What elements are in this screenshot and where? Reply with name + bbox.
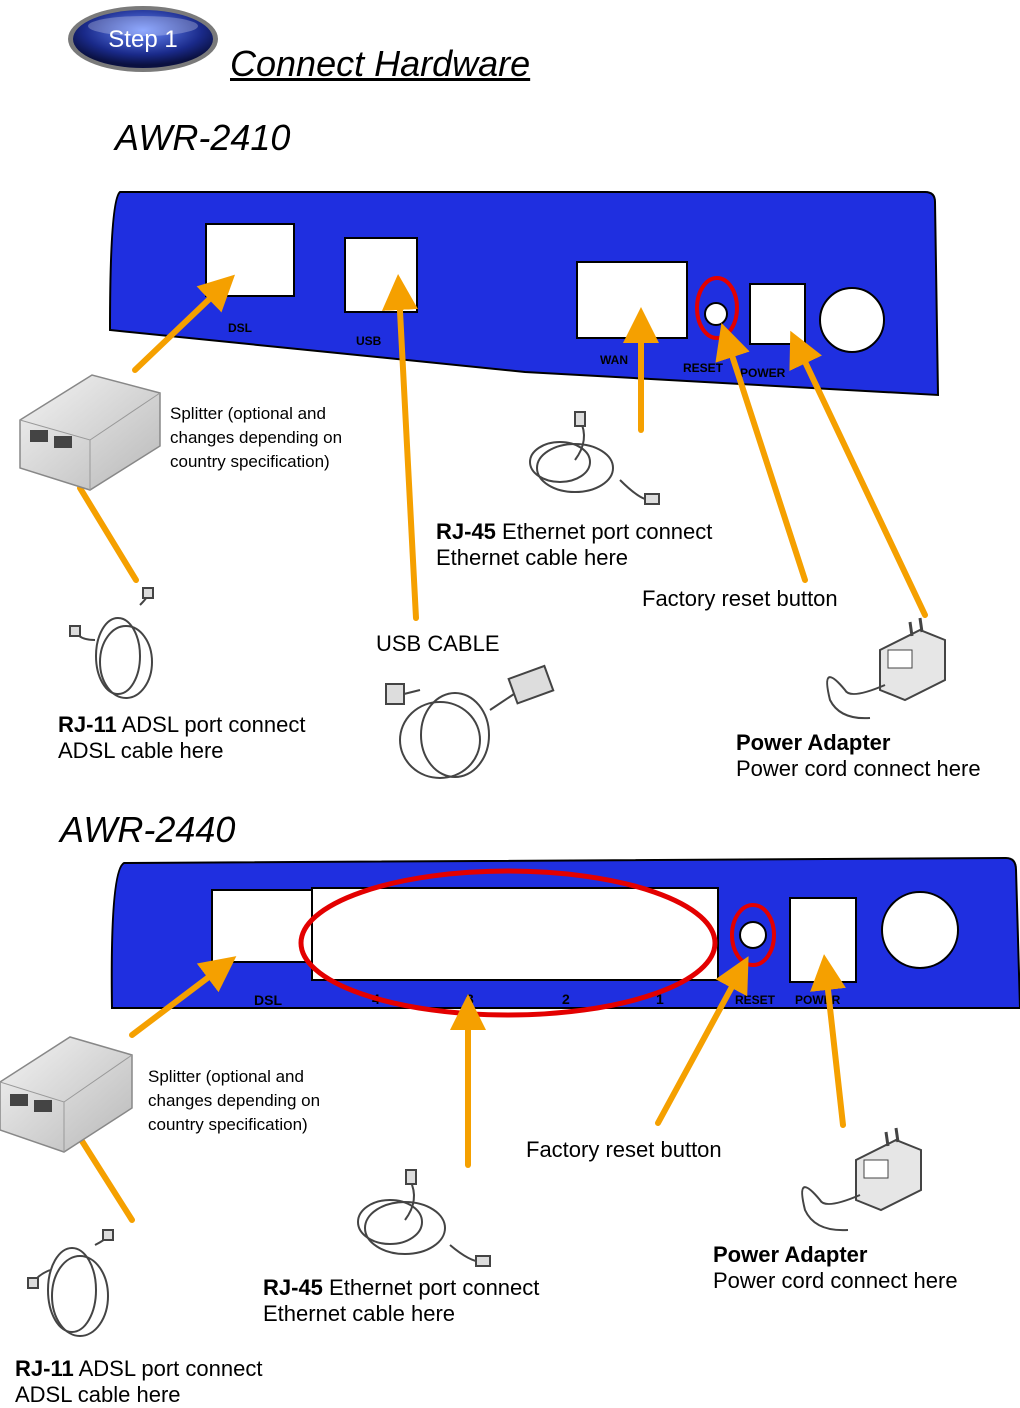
awr2410-power-switch [819, 287, 885, 353]
awr2440-line-splitter-cable [72, 1127, 135, 1223]
awr2440-reset-label: Factory reset button [526, 1137, 722, 1162]
awr2440-power-switch [881, 891, 959, 969]
awr2440-rj45-cable-image [357, 1169, 491, 1267]
awr2440-arrow-reset [655, 956, 749, 1126]
awr2440-lan-highlight [298, 868, 718, 1018]
awr2440-arrow-power [810, 954, 846, 1128]
awr2440-rj45-label: RJ-45 Ethernet port connect Ethernet cab… [263, 1275, 540, 1326]
awr2410-arrow-usb [381, 274, 419, 621]
step-badge: Step 1 [68, 6, 218, 72]
model-title-awr2410: AWR-2410 [115, 117, 291, 158]
awr2410-usb-port [344, 237, 418, 313]
awr2440-power-adapter-image [801, 1127, 922, 1232]
awr2440-panel-label-power: POWER [795, 993, 841, 1007]
awr2440-splitter-note: Splitter (optional and changes depending… [148, 1067, 321, 1134]
awr2410-panel-label-power: POWER [740, 366, 786, 380]
awr2410-panel-label-wan: WAN [600, 353, 628, 367]
awr2410-reset-hole [704, 302, 728, 326]
awr2440-arrow-splitter-dsl [129, 956, 237, 1038]
awr2440-reset-highlight [730, 903, 776, 967]
awr2410-arrow-power [789, 330, 928, 618]
model-title-awr2440: AWR-2440 [60, 809, 236, 850]
awr2440-panel-label-port1: 1 [656, 991, 664, 1007]
awr2440-rj11-label: RJ-11 ADSL port connect ADSL cable here [15, 1356, 263, 1407]
awr2410-rj11-label: RJ-11 ADSL port connect ADSL cable here [58, 712, 306, 763]
awr2440-power-label: Power Adapter Power cord connect here [713, 1242, 958, 1293]
awr2410-panel-label-dsl: DSL [228, 321, 252, 335]
awr2410-reset-label: Factory reset button [642, 586, 838, 611]
awr2410-usb-label: USB CABLE [376, 631, 500, 656]
page-title: Connect Hardware [230, 43, 531, 84]
awr2410-power-port [749, 283, 806, 345]
awr2410-rj11-cable-image [69, 587, 154, 699]
awr2440-reset-hole [739, 921, 767, 949]
awr2440-rj11-cable-image [27, 1229, 114, 1337]
awr2440-panel-label-port3: 3 [466, 991, 474, 1007]
awr2410-splitter-note: Splitter (optional and changes depending… [170, 404, 343, 471]
awr2410-panel-label-usb: USB [356, 334, 382, 348]
awr2410-back-panel: DSL USB WAN RESET POWER [108, 191, 940, 397]
awr2440-power-port [789, 897, 857, 983]
awr2410-line-splitter-cable [77, 485, 139, 583]
awr2410-arrow-reset [715, 322, 808, 583]
awr2440-lan-ports [311, 887, 719, 981]
awr2410-wan-port [576, 261, 688, 339]
awr2410-rj45-cable-image [529, 411, 660, 505]
awr2440-back-panel: DSL 4 3 2 1 RESET POWER [110, 856, 1020, 1018]
awr2410-splitter-image [19, 374, 161, 491]
awr2410-arrow-splitter-dsl [132, 274, 236, 373]
awr2410-usb-cable-image [385, 664, 555, 779]
awr2440-arrows [72, 954, 846, 1223]
awr2440-splitter-image [0, 1036, 133, 1153]
step-badge-label: Step 1 [108, 26, 177, 53]
awr2410-rj45-label: RJ-45 Ethernet port connect Ethernet cab… [436, 519, 713, 570]
awr2440-panel-label-port2: 2 [562, 991, 570, 1007]
awr2440-panel-label-reset: RESET [735, 993, 776, 1007]
awr2410-power-adapter-image [826, 617, 946, 720]
awr2410-arrows [77, 274, 928, 621]
awr2410-panel-label-reset: RESET [683, 361, 724, 375]
awr2440-panel-label-dsl: DSL [254, 992, 282, 1008]
awr2440-dsl-port [211, 889, 313, 963]
awr2410-power-label: Power Adapter Power cord connect here [736, 730, 981, 781]
awr2410-dsl-port [205, 223, 295, 297]
